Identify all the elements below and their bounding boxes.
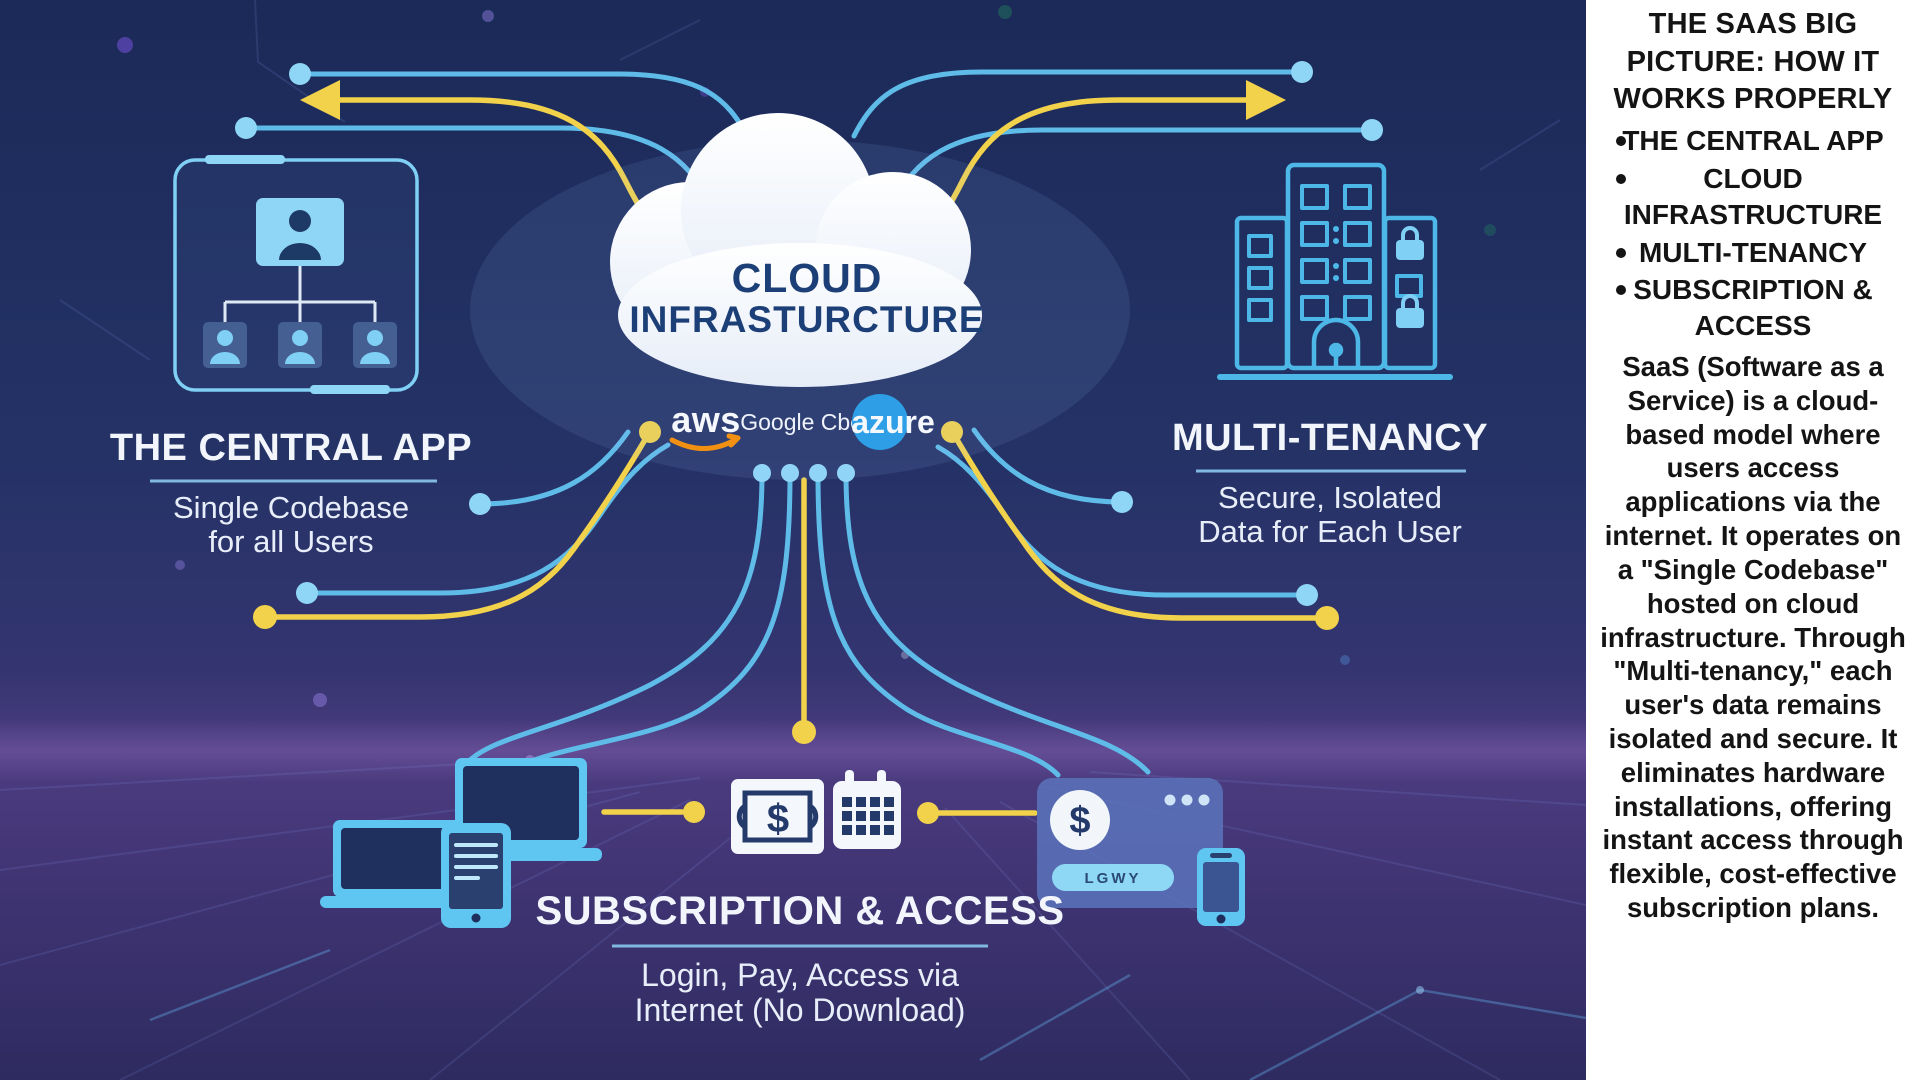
subscription-subtitle-1: Login, Pay, Access via (641, 957, 959, 993)
aws-smile-icon (669, 433, 741, 451)
subscription-section: $ $ (320, 758, 1245, 1028)
window-colon-dots (1333, 226, 1339, 281)
central-app-section: THE CENTRAL APP Single Codebase for all … (110, 155, 472, 559)
list-item: SUBSCRIPTION & ACCESS (1594, 272, 1912, 344)
svg-text:$: $ (1069, 800, 1090, 842)
building-door (1311, 317, 1361, 368)
panel-title: THE SAAS BIG PICTURE: HOW IT WORKS PROPE… (1613, 8, 1893, 116)
cloud-shape: CLOUD INFRASTURCTURE (470, 113, 1130, 480)
svg-text:azure: azure (851, 404, 935, 440)
svg-text:LGWY: LGWY (1085, 870, 1142, 887)
phone-icon (1197, 848, 1245, 926)
cloud-label-line1: CLOUD (732, 255, 883, 301)
azure-logo: azure (851, 394, 935, 450)
key-points-list: THE CENTRAL APP CLOUD INFRASTRUCTURE MUL… (1594, 123, 1912, 344)
arrow-left-icon (300, 80, 340, 120)
arrow-right-icon (1246, 80, 1286, 120)
calendar-icon (833, 770, 901, 849)
multi-tenancy-subtitle-2: Data for Each User (1198, 514, 1462, 549)
diagram-canvas: CLOUD INFRASTURCTURE aws Google Cbed azu… (0, 0, 1586, 1080)
tablet-icon (441, 823, 511, 928)
building-icon (1217, 162, 1453, 380)
multi-tenancy-title: MULTI-TENANCY (1172, 417, 1488, 459)
central-app-subtitle-1: Single Codebase (173, 490, 409, 525)
lock-icon (1396, 226, 1424, 328)
ellipsis-dots-icon (1164, 794, 1210, 806)
central-app-title: THE CENTRAL APP (110, 427, 472, 469)
blue-node-dots (235, 61, 1383, 606)
azure-circle (852, 394, 908, 450)
subscription-subtitle-2: Internet (No Download) (635, 992, 966, 1028)
cloud-label-line2: INFRASTURCTURE (629, 299, 984, 340)
central-app-card (173, 158, 419, 392)
devices-icon (320, 758, 602, 928)
svg-text:aws: aws (671, 399, 741, 440)
panel-paragraph: SaaS (Software as a Service) is a cloud-… (1600, 351, 1906, 924)
org-chart-icon (203, 198, 397, 368)
svg-text:$: $ (767, 797, 789, 841)
multi-tenancy-section: MULTI-TENANCY Secure, Isolated Data for … (1172, 162, 1488, 549)
dollar-circle-icon: $ (1050, 790, 1110, 850)
list-item: THE CENTRAL APP (1594, 123, 1912, 159)
payment-gateway-card: $ LGWY (1037, 778, 1245, 926)
side-panel: THE SAAS BIG PICTURE: HOW IT WORKS PROPE… (1586, 0, 1920, 1080)
aws-logo: aws (669, 399, 741, 451)
cloud-provider-logos: aws Google Cbed azure (669, 394, 935, 451)
card-accent-top (205, 155, 285, 164)
gateway-button: LGWY (1052, 864, 1174, 891)
list-item: MULTI-TENANCY (1594, 235, 1912, 271)
list-item: CLOUD INFRASTRUCTURE (1594, 161, 1912, 233)
card-accent-bottom (310, 385, 390, 394)
glow-dots (117, 5, 1496, 994)
laptop-front-icon (320, 820, 472, 908)
subscription-title: SUBSCRIPTION & ACCESS (535, 889, 1064, 933)
multi-tenancy-subtitle-1: Secure, Isolated (1218, 480, 1442, 515)
central-app-subtitle-2: for all Users (208, 524, 373, 559)
saas-diagram: CLOUD INFRASTURCTURE aws Google Cbed azu… (0, 0, 1586, 1080)
dollar-bill-icon: $ (731, 779, 824, 854)
